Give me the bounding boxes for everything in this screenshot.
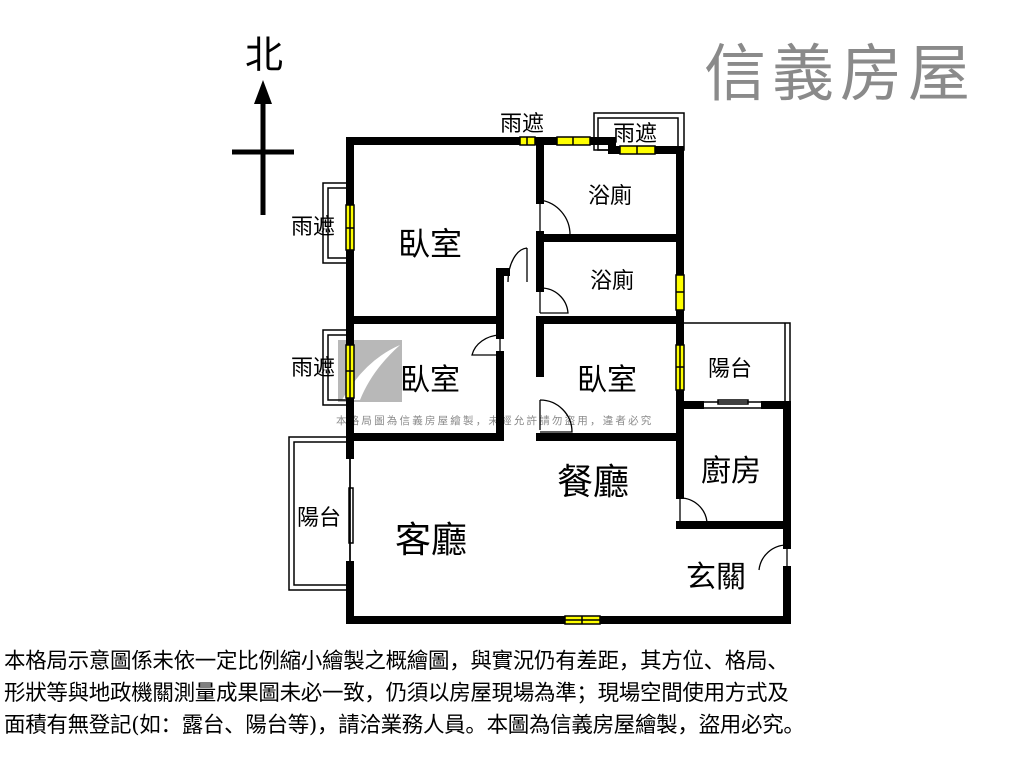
room-label-kitchen: 廚房 [701, 454, 761, 489]
watermark-brand: 信義房屋 [704, 37, 976, 110]
room-label-bedroom-left: 臥室 [400, 363, 460, 398]
room-label-canopy-top-1: 雨遮 [500, 112, 544, 137]
disclaimer-line: 本格局示意圖係未依一定比例縮小繪製之概繪圖，與實況仍有差距，其方位、格局、 [4, 649, 789, 674]
room-label-balcony-right: 陽台 [708, 357, 752, 382]
room-label-canopy-left-1: 雨遮 [291, 215, 335, 240]
watermark-notice: 本格局圖為信義房屋繪製，未經允許請勿盜用，違者必究 [336, 414, 654, 427]
windows [345, 136, 685, 625]
north-arrow-icon [232, 80, 294, 215]
room-label-entrance: 玄關 [686, 560, 746, 595]
room-label-balcony-left: 陽台 [297, 506, 341, 531]
floor-plan: 北 信義房屋 本格局圖為信義房屋繪製，未經允許請勿盜用，違者必究 [232, 33, 976, 625]
room-label-canopy-left-2: 雨遮 [291, 356, 335, 381]
disclaimer-line: 形狀等與地政機關測量成果圖未必一致，仍須以房屋現場為準；現場空間使用方式及 [4, 681, 789, 706]
room-label-living-room: 客廳 [395, 520, 467, 561]
room-label-bedroom-right: 臥室 [577, 363, 637, 398]
room-label-dining-room: 餐廳 [557, 462, 629, 503]
disclaimer-line: 面積有無登記(如：露台、陽台等)，請洽業務人員。本圖為信義房屋繪製，盜用必究。 [4, 713, 805, 738]
room-label-canopy-top-2: 雨遮 [613, 122, 657, 147]
disclaimer: 本格局示意圖係未依一定比例縮小繪製之概繪圖，與實況仍有差距，其方位、格局、 形狀… [4, 646, 1024, 742]
north-label: 北 [245, 33, 283, 77]
room-label-bathroom-1: 浴廁 [588, 184, 632, 209]
room-label-bathroom-2: 浴廁 [590, 269, 634, 294]
door-swings [471, 199, 788, 571]
room-label-bedroom-master: 臥室 [398, 225, 462, 263]
